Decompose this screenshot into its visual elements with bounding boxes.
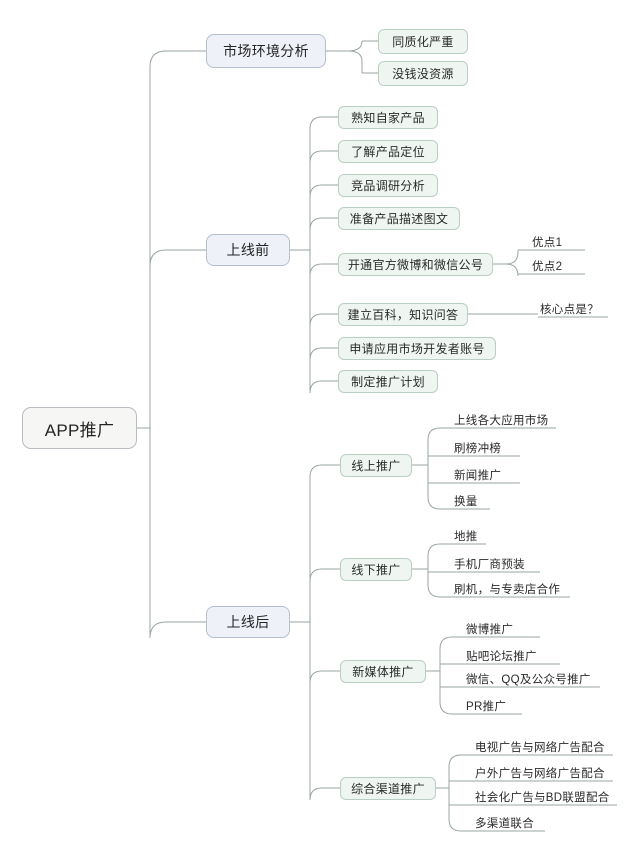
mindmap-node-b1c4a[interactable]: 优点1 — [532, 237, 563, 249]
mindmap-node-b2c0[interactable]: 线上推广 — [340, 454, 412, 477]
mindmap-node-b2c2c[interactable]: 微信、QQ及公众号推广 — [466, 674, 591, 686]
connector-edge — [493, 250, 519, 265]
connector-edge — [427, 465, 452, 484]
mindmap-node-b2c1c[interactable]: 刷机，与专卖店合作 — [454, 584, 561, 596]
mindmap-node-b1c5a[interactable]: 核心点是？ — [540, 304, 599, 316]
mindmap-node-b2c2b[interactable]: 贴吧论坛推广 — [466, 651, 537, 663]
mindmap-node-b2c1[interactable]: 线下推广 — [340, 558, 412, 581]
connector-edge — [427, 427, 452, 465]
mindmap-node-b2c3d[interactable]: 多渠道联合 — [475, 818, 534, 830]
mindmap-node-b1c4[interactable]: 开通官方微博和微信公号 — [338, 253, 493, 276]
connector-edge — [439, 671, 464, 688]
mindmap-node-b2c0b[interactable]: 刷榜冲榜 — [454, 443, 502, 455]
mindmap-node-b2c1a[interactable]: 地推 — [454, 531, 478, 543]
mindmap-node-b2c2a[interactable]: 微博推广 — [466, 624, 514, 636]
mindmap-node-b2c1b[interactable]: 手机厂商预装 — [454, 559, 525, 571]
connector-edge — [427, 455, 452, 465]
connector-edge — [309, 250, 338, 327]
connector-edge — [309, 184, 338, 250]
mindmap-node-b1c7[interactable]: 制定推广计划 — [338, 370, 438, 393]
connector-edge — [309, 217, 338, 250]
connector-edge — [427, 569, 452, 598]
mindmap-node-b2c0c[interactable]: 新闻推广 — [454, 470, 502, 482]
mindmap-node-b2c2[interactable]: 新媒体推广 — [340, 660, 426, 683]
connector-edge — [326, 40, 363, 52]
mindmap-node-b1c0[interactable]: 熟知自家产品 — [338, 106, 438, 129]
connector-edge — [505, 263, 519, 277]
mindmap-node-b1c5[interactable]: 建立百科，知识问答 — [338, 303, 468, 326]
connector-edge — [448, 788, 473, 832]
connector-edge — [448, 754, 473, 788]
mindmap-node-b2c3[interactable]: 综合渠道推广 — [340, 777, 436, 800]
connector-edge — [309, 622, 340, 684]
connector-edge — [309, 250, 338, 394]
mindmap-node-b1c4b[interactable]: 优点2 — [532, 261, 563, 273]
connector-edge — [448, 780, 473, 788]
connector-edge — [309, 568, 340, 622]
mindmap-node-b2c0d[interactable]: 换量 — [454, 496, 478, 508]
mindmap-node-b2c3a[interactable]: 电视广告与网络广告配合 — [475, 742, 605, 754]
mindmap-node-b2c2d[interactable]: PR推广 — [466, 701, 507, 713]
connector-edge — [427, 569, 452, 573]
connector-edge — [309, 150, 338, 250]
connector-edge — [439, 636, 464, 671]
mindmap-node-b2c0a[interactable]: 上线各大应用市场 — [454, 415, 549, 427]
connector-edge — [427, 465, 452, 510]
connector-edge — [448, 788, 473, 806]
mindmap-node-b2[interactable]: 上线后 — [206, 606, 290, 638]
mindmap-node-b0c1[interactable]: 没钱没资源 — [378, 61, 468, 86]
mindmap-root-node[interactable]: APP推广 — [22, 407, 137, 449]
mindmap-node-b1c6[interactable]: 申请应用市场开发者账号 — [338, 337, 496, 360]
mindmap-node-b1c3[interactable]: 准备产品描述图文 — [338, 207, 460, 230]
connector-edge — [309, 116, 338, 250]
connector-edge — [149, 50, 206, 428]
mindmap-node-b0[interactable]: 市场环境分析 — [206, 34, 326, 68]
connector-edge — [309, 250, 338, 361]
connector-edge — [347, 50, 363, 73]
mindmap-node-b0c0[interactable]: 同质化严重 — [378, 29, 468, 54]
mindmap-node-b1c1[interactable]: 了解产品定位 — [338, 140, 438, 163]
connector-edge — [309, 464, 340, 622]
mindmap-node-b1c2[interactable]: 竞品调研分析 — [338, 174, 438, 197]
mindmap-node-b1[interactable]: 上线前 — [206, 234, 290, 266]
connector-edge — [439, 663, 464, 671]
connector-edge — [427, 543, 452, 569]
connector-edge — [309, 250, 338, 277]
connector-edge — [149, 249, 206, 428]
connector-edge — [149, 428, 206, 639]
mindmap-node-b2c3c[interactable]: 社会化广告与BD联盟配合 — [475, 792, 610, 804]
mindmap-node-b2c3b[interactable]: 户外广告与网络广告配合 — [475, 768, 605, 780]
connector-edge — [309, 622, 340, 801]
connector-edge — [439, 671, 464, 715]
